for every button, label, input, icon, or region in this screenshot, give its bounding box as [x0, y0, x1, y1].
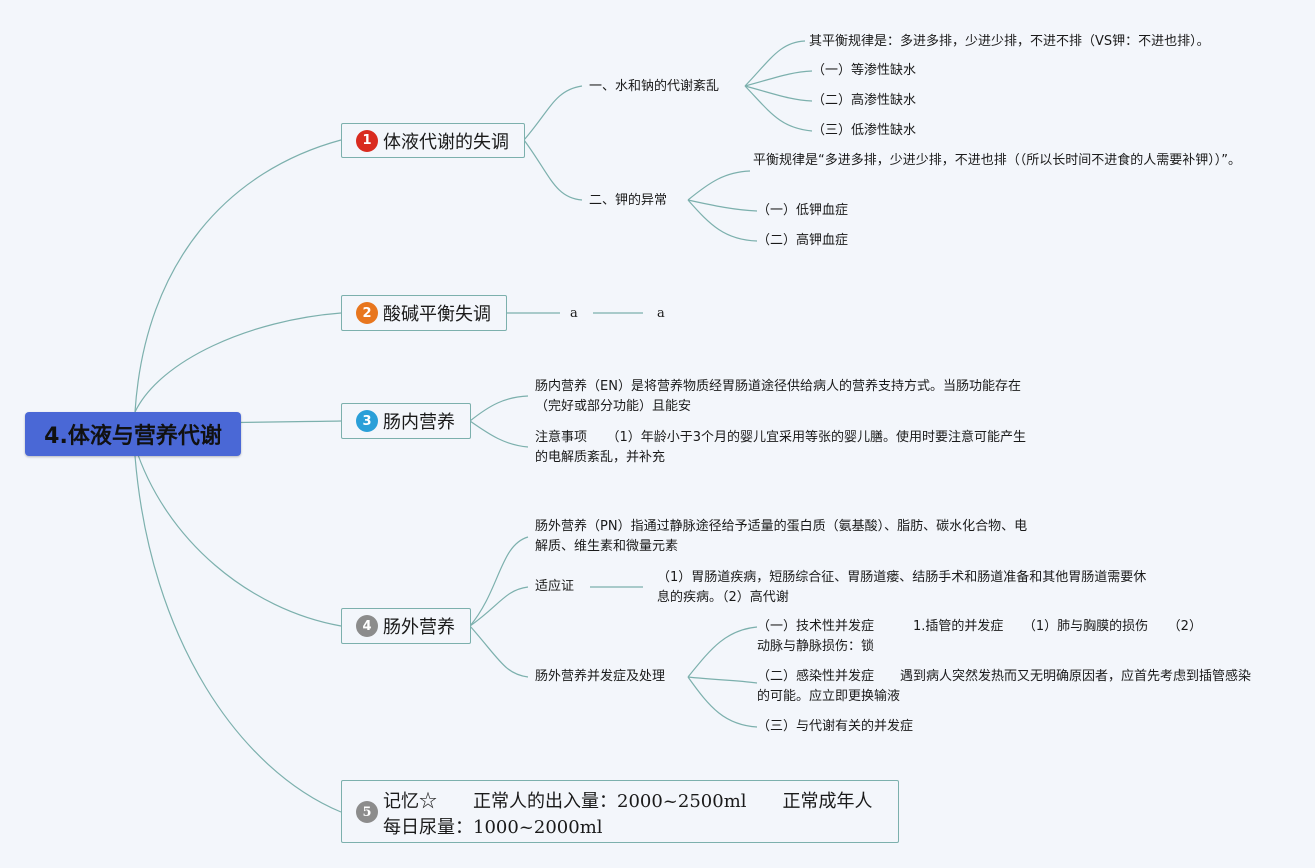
branch-fluid-metabolism[interactable]: 1 体液代谢的失调	[341, 123, 525, 158]
badge-3: 3	[356, 410, 378, 432]
badge-2: 2	[356, 302, 378, 324]
branch-parenteral-nutrition[interactable]: 4 肠外营养	[341, 608, 471, 644]
node-hypotonic[interactable]: （三）低渗性缺水	[812, 123, 917, 138]
node-pn-definition[interactable]: 肠外营养（PN）指通过静脉途径给予适量的蛋白质（氨基酸）、脂肪、碳水化合物、电解…	[535, 519, 1028, 554]
root-title: 4.体液与营养代谢	[44, 424, 222, 449]
branch-label: 记忆☆ 正常人的出入量：2000~2500ml 正常成年人每日尿量：1000~2…	[383, 791, 873, 838]
branch-acid-base[interactable]: 2 酸碱平衡失调	[341, 295, 507, 331]
node-a1[interactable]: a	[570, 306, 578, 321]
node-water-rule[interactable]: 其平衡规律是：多进多排，少进少排，不进不排（VS钾：不进也排）。	[809, 34, 1210, 49]
node-water-sodium[interactable]: 一、水和钠的代谢紊乱	[589, 79, 720, 94]
node-isotonic[interactable]: （一）等渗性缺水	[812, 63, 917, 78]
node-hypokalemia[interactable]: （一）低钾血症	[757, 203, 849, 218]
badge-4: 4	[356, 615, 378, 637]
node-potassium-rule[interactable]: 平衡规律是“多进多排，少进少排，不进也排（（所以长时间不进食的人需要补钾））”。	[753, 153, 1241, 168]
branch-label: 酸碱平衡失调	[383, 304, 491, 325]
branch-label: 肠外营养	[383, 617, 455, 638]
node-complications[interactable]: 肠外营养并发症及处理	[535, 669, 666, 684]
branch-label: 体液代谢的失调	[383, 131, 509, 153]
branch-label: 肠内营养	[383, 412, 455, 433]
node-hyperkalemia[interactable]: （二）高钾血症	[757, 233, 849, 248]
node-en-notes[interactable]: 注意事项 （1）年龄小于3个月的婴儿宜采用等张的婴儿膳。使用时要注意可能产生的电…	[535, 430, 1027, 465]
badge-5: 5	[356, 801, 378, 823]
node-indication-text[interactable]: （1）胃肠道疾病，短肠综合征、胃肠道瘘、结肠手术和肠道准备和其他胃肠道需要休息的…	[657, 570, 1147, 605]
root-topic[interactable]: 4.体液与营养代谢	[25, 412, 241, 456]
node-a2[interactable]: a	[657, 306, 665, 321]
badge-1: 1	[356, 129, 378, 152]
node-potassium[interactable]: 二、钾的异常	[589, 193, 668, 208]
node-metabolic-complication[interactable]: （三）与代谢有关的并发症	[757, 719, 914, 734]
node-hypertonic[interactable]: （二）高渗性缺水	[812, 93, 917, 108]
branch-enteral-nutrition[interactable]: 3 肠内营养	[341, 403, 471, 439]
node-indication[interactable]: 适应证	[535, 579, 575, 594]
branch-memory[interactable]: 5 记忆☆ 正常人的出入量：2000~2500ml 正常成年人每日尿量：1000…	[341, 780, 899, 843]
node-infectious-complication[interactable]: （二）感染性并发症 遇到病人突然发热而又无明确原因者，应首先考虑到插管感染的可能…	[757, 669, 1252, 704]
node-technical-complication[interactable]: （一）技术性并发症 1.插管的并发症 （1）肺与胸膜的损伤 （2）动脉与静脉损伤…	[757, 619, 1202, 654]
node-en-definition[interactable]: 肠内营养（EN）是将营养物质经胃肠道途径供给病人的营养支持方式。当肠功能存在（完…	[535, 379, 1021, 414]
